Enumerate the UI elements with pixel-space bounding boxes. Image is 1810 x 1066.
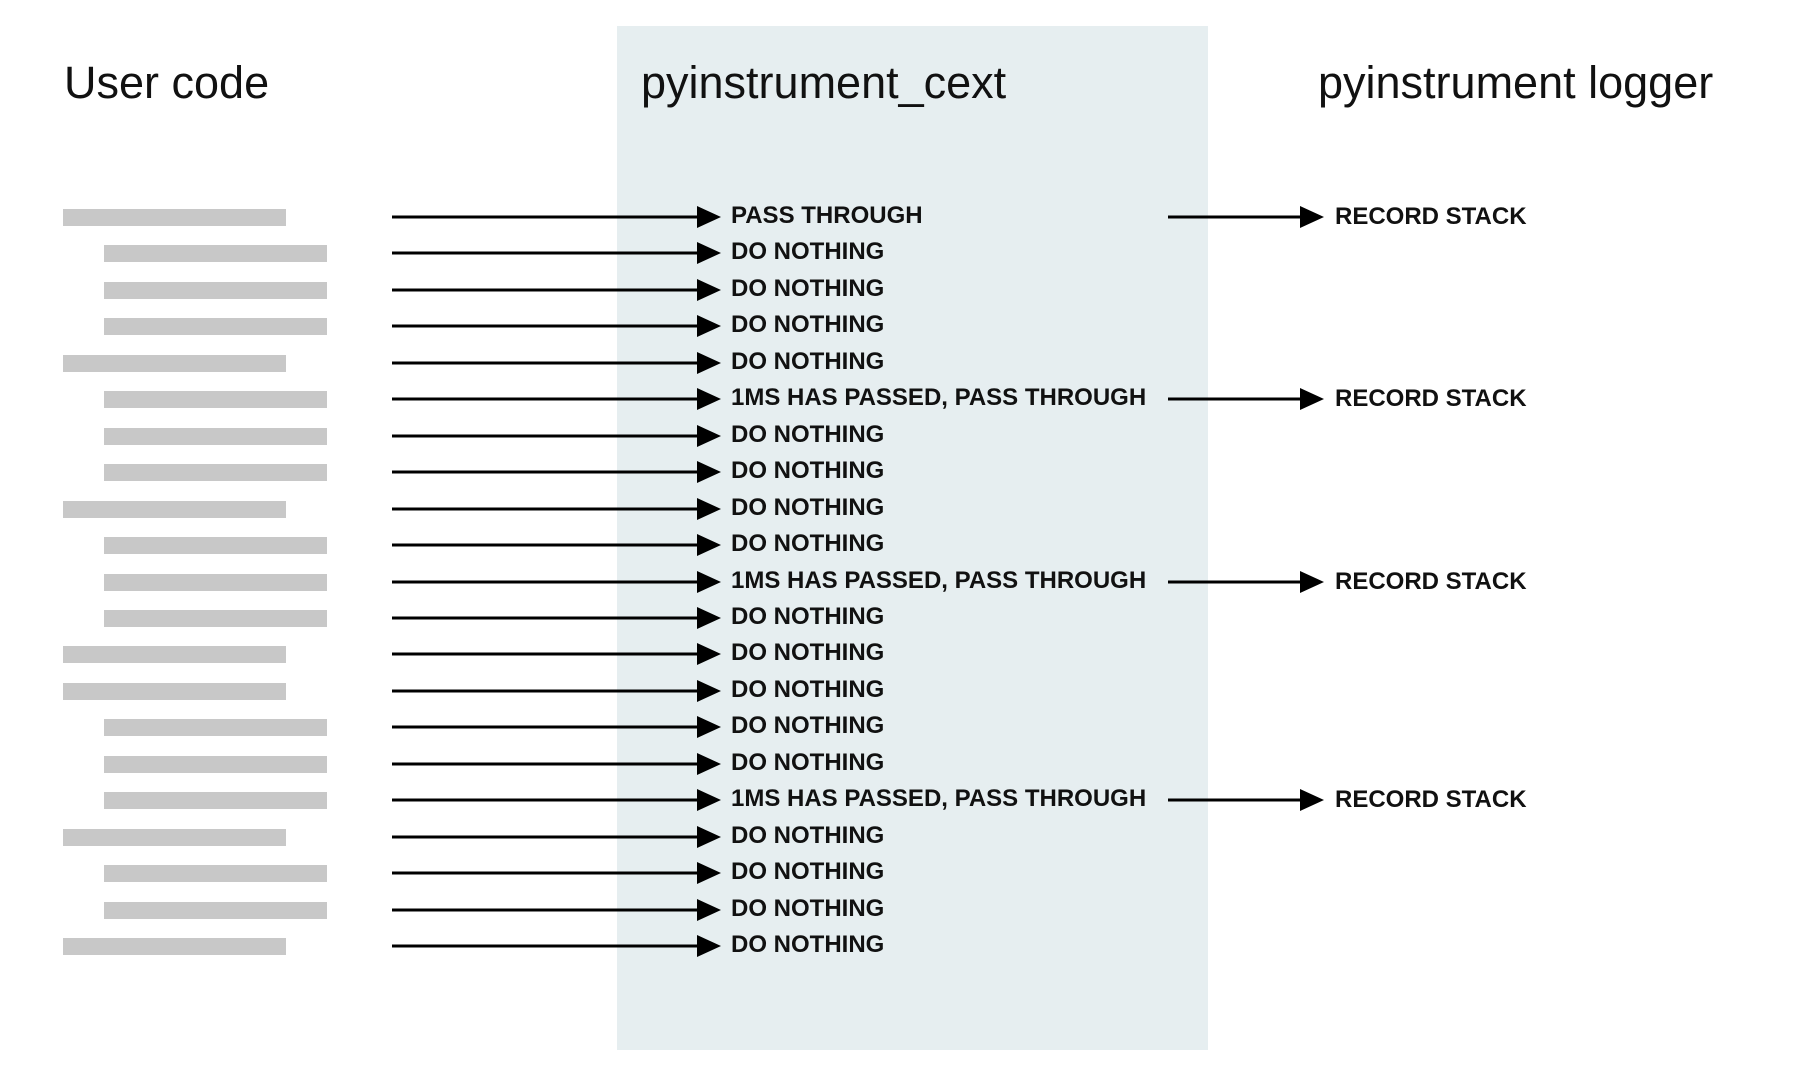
cext-action-label: DO NOTHING [731, 238, 885, 266]
cext-action-label: DO NOTHING [731, 274, 885, 302]
event-arrow [392, 351, 721, 374]
cext-panel-background [617, 26, 1208, 1050]
cext-action-label: DO NOTHING [731, 894, 885, 922]
cext-heading: pyinstrument_cext [641, 57, 1007, 108]
cext-action-label: DO NOTHING [731, 530, 885, 558]
cext-action-label: 1MS HAS PASSED, PASS THROUGH [731, 785, 1147, 813]
user-code-line [104, 464, 327, 482]
event-arrow [392, 242, 721, 265]
user-code-line [63, 828, 286, 846]
user-code-line [104, 427, 327, 445]
logger-action-label: RECORD STACK [1335, 203, 1527, 230]
event-arrow [392, 862, 721, 885]
cext-action-label: DO NOTHING [731, 311, 885, 339]
event-arrow [392, 206, 721, 228]
user-code-line [104, 901, 327, 919]
user-code-line [104, 391, 327, 409]
cext-action-label: DO NOTHING [731, 420, 885, 448]
event-arrow [392, 315, 721, 338]
event-arrow [392, 935, 721, 957]
event-arrow [392, 716, 721, 739]
logger-arrow [1168, 206, 1324, 228]
event-arrow [392, 278, 721, 301]
event-arrow [392, 679, 721, 702]
cext-action-label: DO NOTHING [731, 712, 885, 740]
user-code-line [104, 865, 327, 883]
logger-heading: pyinstrument logger [1318, 57, 1714, 108]
cext-action-label: DO NOTHING [731, 931, 885, 958]
user-code-line [63, 682, 286, 700]
user-code-line [63, 646, 286, 664]
user-code-line [104, 755, 327, 773]
user-code-line [104, 281, 327, 299]
event-arrow [392, 643, 721, 666]
event-arrow [392, 570, 721, 593]
cext-action-label: 1MS HAS PASSED, PASS THROUGH [731, 566, 1147, 594]
cext-action-label: 1MS HAS PASSED, PASS THROUGH [731, 384, 1147, 412]
user-code-line [104, 245, 327, 263]
user-code-line [104, 719, 327, 737]
logger-action-label: RECORD STACK [1335, 385, 1527, 413]
logger-arrow [1168, 388, 1324, 411]
user-code-line [63, 209, 286, 226]
cext-action-label: DO NOTHING [731, 347, 885, 375]
event-arrow [392, 825, 721, 848]
logger-action-label: RECORD STACK [1335, 567, 1527, 595]
user-code-heading: User code [64, 57, 270, 108]
event-arrow [392, 534, 721, 557]
user-code-line [63, 354, 286, 372]
event-arrow [392, 497, 721, 520]
cext-action-label: DO NOTHING [731, 748, 885, 776]
event-arrow [392, 752, 721, 775]
cext-action-label: DO NOTHING [731, 602, 885, 630]
cext-action-label: DO NOTHING [731, 821, 885, 849]
event-arrow [392, 606, 721, 629]
cext-action-label: DO NOTHING [731, 675, 885, 703]
event-arrow [392, 789, 721, 812]
user-code-line [63, 938, 286, 955]
logger-action-label: RECORD STACK [1335, 786, 1527, 814]
event-arrow [392, 461, 721, 484]
cext-action-label: DO NOTHING [731, 457, 885, 485]
logger-arrow [1168, 789, 1324, 812]
user-code-line [104, 573, 327, 591]
cext-action-label: DO NOTHING [731, 858, 885, 886]
cext-action-label: DO NOTHING [731, 493, 885, 521]
event-arrow [392, 424, 721, 447]
cext-action-label: DO NOTHING [731, 639, 885, 667]
event-arrow [392, 898, 721, 921]
user-code-line [104, 792, 327, 810]
user-code-line [104, 609, 327, 627]
event-arrow [392, 388, 721, 411]
logger-arrow [1168, 570, 1324, 593]
user-code-line [63, 500, 286, 518]
user-code-line [104, 318, 327, 336]
cext-action-label: PASS THROUGH [731, 202, 923, 229]
user-code-line [104, 537, 327, 555]
